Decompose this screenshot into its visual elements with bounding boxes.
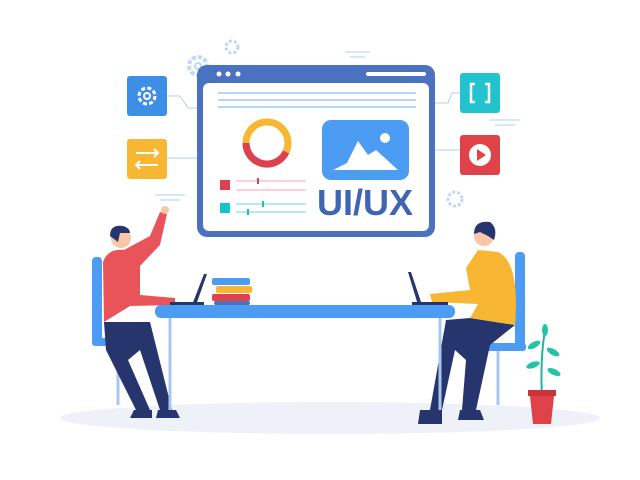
gear-icon [224, 39, 240, 55]
left-person [103, 206, 180, 418]
book-stack [212, 278, 252, 305]
legend-swatch-red [220, 180, 230, 190]
browser-window: UI/UX [197, 65, 435, 237]
window-dot [235, 71, 241, 77]
table [155, 305, 455, 410]
gear-icon [446, 190, 464, 208]
window-dot [225, 71, 231, 77]
legend-swatch-teal [220, 203, 230, 213]
code-tile[interactable] [460, 73, 500, 113]
slider-handle[interactable] [247, 209, 249, 215]
potted-plant [526, 324, 561, 424]
brackets-icon [469, 82, 491, 104]
window-dot [216, 71, 222, 77]
donut-chart-icon [242, 118, 292, 168]
swap-arrows-icon [134, 148, 160, 170]
laptop-right[interactable] [408, 272, 448, 305]
headline: UI/UX [317, 182, 413, 223]
image-icon [322, 120, 409, 180]
address-bar [366, 72, 426, 76]
connector-lines [155, 51, 520, 201]
gear-icon [137, 86, 157, 106]
slider-handle[interactable] [257, 178, 259, 184]
text-lines [218, 92, 416, 108]
laptop-left[interactable] [170, 274, 207, 305]
right-person [418, 221, 516, 424]
settings-tile[interactable] [127, 76, 167, 116]
swap-tile[interactable] [127, 139, 167, 179]
slider-handle[interactable] [262, 201, 264, 207]
video-tile[interactable] [460, 135, 500, 175]
